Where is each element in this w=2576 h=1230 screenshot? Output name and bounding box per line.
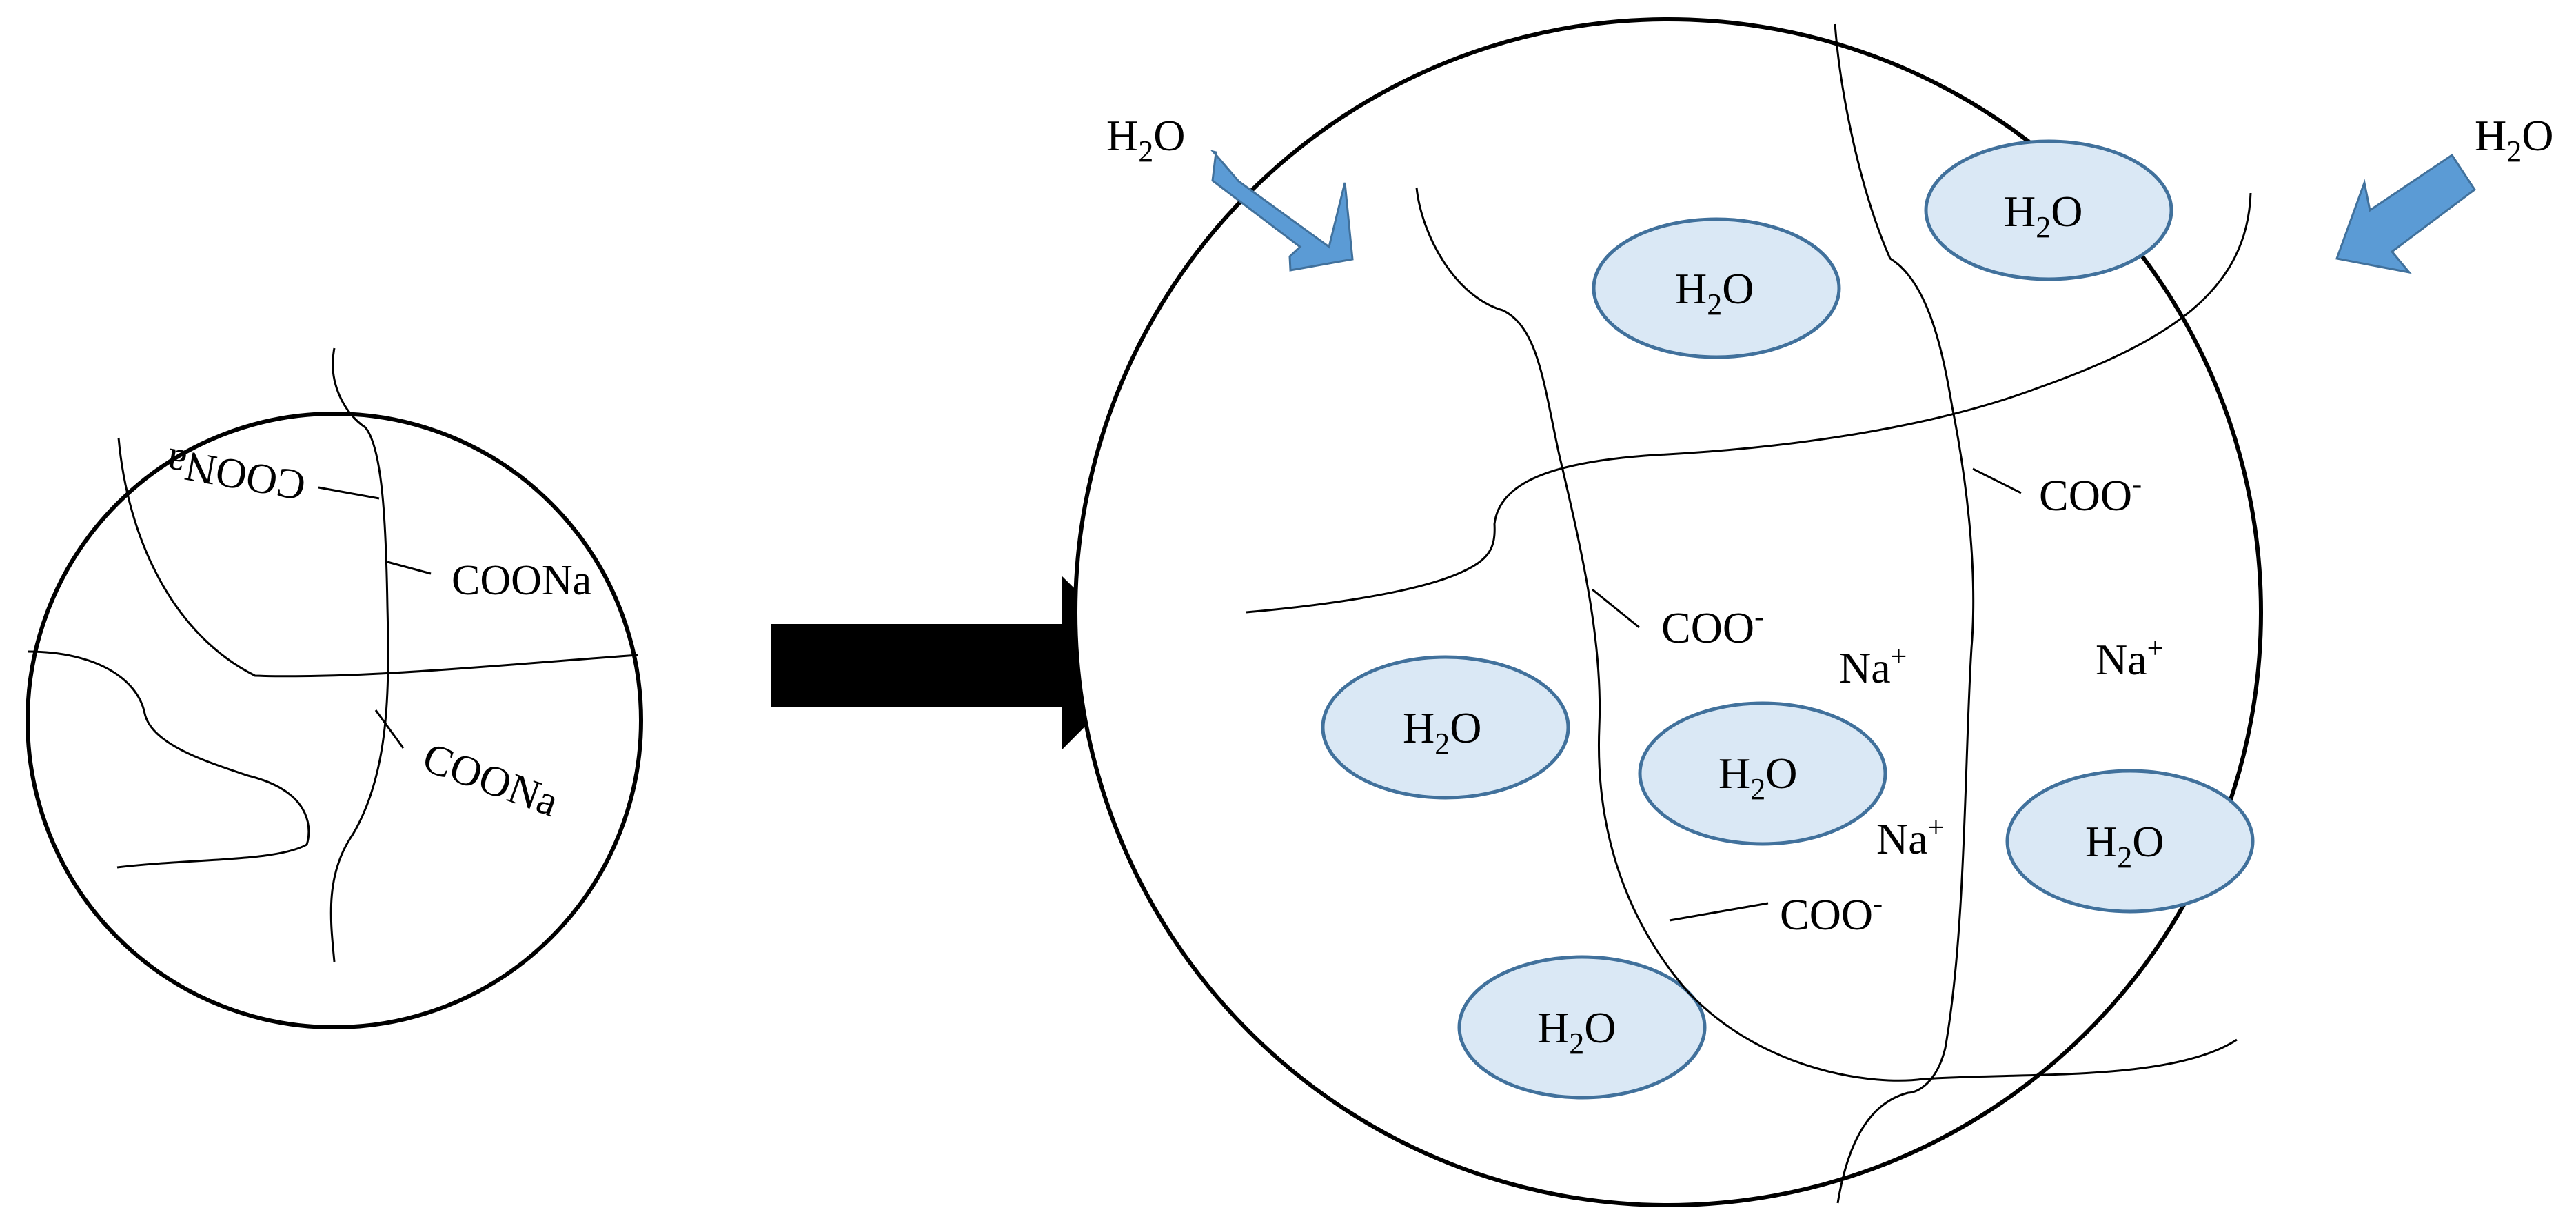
dry-particle-outline: [26, 412, 643, 1029]
water-ellipse: [1924, 139, 2173, 281]
sodium-ion-label: Na+: [1876, 812, 1944, 863]
dry-tick-2: [387, 561, 432, 575]
outside-water-label: H2O: [1106, 111, 1185, 168]
sodium-ion-label: Na+: [1839, 641, 1907, 692]
swollen-particle: H2O H2O H2O H2O H2O H2O COO- COO- COO- N…: [1073, 17, 2263, 1207]
water-label: H2O: [1403, 703, 1481, 760]
swollen-tick-3: [1669, 902, 1769, 922]
dry-chain-2: [117, 437, 638, 678]
water-inflow-left: H2O: [1106, 111, 1354, 272]
dry-particle: COONa COONa COONa: [26, 347, 643, 1029]
carboxylate-label: COO-: [2039, 469, 2142, 520]
swollen-chain-2: [1834, 23, 1975, 1204]
coona-label: COONa: [452, 557, 591, 604]
water-molecules: [1321, 139, 2255, 1100]
water-ellipse: [1638, 701, 1887, 846]
swollen-chain-1: [1415, 187, 2238, 1082]
carboxylate-label: COO-: [1661, 601, 1764, 652]
outside-water-label: H2O: [2475, 111, 2553, 168]
right-arrow-icon: [771, 576, 1149, 750]
water-ellipse: [1457, 955, 1707, 1100]
swollen-particle-outline: [1073, 17, 2263, 1207]
dry-tick-lines: [318, 486, 432, 749]
water-ellipse: [1592, 217, 1841, 359]
water-inflow-right: H2O: [2335, 111, 2553, 274]
swollen-polymer-chains: [1246, 23, 2252, 1204]
water-ellipse: [2005, 769, 2255, 914]
dry-tick-1: [318, 486, 380, 500]
diagonal-arrow-icon: [2335, 153, 2477, 274]
dry-tick-3: [374, 709, 405, 749]
sodium-ion-label: Na+: [2096, 633, 2163, 684]
diagonal-arrow-icon: [1210, 150, 1354, 272]
water-label: H2O: [1537, 1003, 1616, 1060]
carboxylate-label: COO-: [1780, 888, 1883, 939]
swollen-tick-2: [1592, 588, 1640, 629]
water-label: H2O: [2004, 187, 2082, 244]
swollen-tick-lines: [1592, 467, 2022, 922]
dry-polymer-chains: [27, 347, 638, 962]
water-label: H2O: [1675, 264, 1754, 321]
water-label: H2O: [2085, 817, 2164, 874]
water-label: H2O: [1718, 749, 1797, 806]
water-ellipse: [1321, 655, 1570, 800]
swollen-chain-3: [1246, 192, 2252, 614]
dry-chain-3: [27, 650, 310, 869]
dry-chain-1: [329, 347, 389, 962]
swollen-tick-1: [1972, 467, 2022, 494]
